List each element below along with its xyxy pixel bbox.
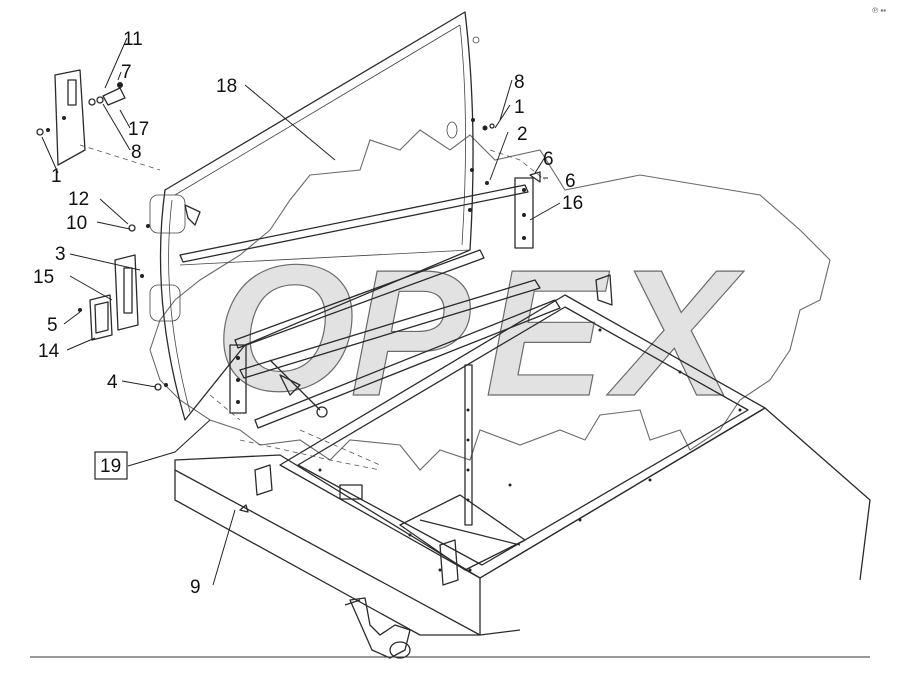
small-bracket-right <box>595 274 613 306</box>
callout-2: 2 <box>517 124 528 145</box>
watermark-letter-x: X <box>606 233 745 434</box>
bolts-left <box>154 383 168 391</box>
pipe-end <box>389 641 411 659</box>
lid-corner-detail-upper <box>149 194 186 234</box>
callout-labels: 11 7 17 8 1 18 8 1 2 6 6 6 6 6 6 6 6 6 6… <box>33 29 583 598</box>
bottom-mechanism <box>344 597 411 659</box>
callout-12: 14 <box>38 341 60 362</box>
fasteners-upper-left <box>36 82 126 136</box>
strut-end <box>316 406 328 418</box>
fasteners-lid-left <box>128 204 201 232</box>
hinge-bracket-right <box>514 177 534 249</box>
callout-6: 6 <box>565 171 576 192</box>
leader-lines <box>41 37 561 586</box>
lid-corner-detail-lower <box>149 284 181 322</box>
watermark-gear <box>149 129 831 471</box>
callout-17: 17 <box>128 119 149 140</box>
callout-15: 15 <box>33 267 54 288</box>
callout-5-right: 6 <box>543 149 554 170</box>
callout-14: 12 <box>68 189 89 210</box>
watermark: O P E X <box>149 129 831 471</box>
latch-plate-left <box>114 254 144 331</box>
callout-16: 16 <box>562 193 583 214</box>
corner-mark: ℗ ▪▪ <box>872 6 886 15</box>
callout-10: 10 <box>66 213 87 234</box>
callout-8-right: 8 <box>514 72 525 93</box>
hinge-bracket-left <box>229 344 247 414</box>
callout-8-left: 8 <box>131 142 142 163</box>
lid-panel <box>149 11 480 421</box>
watermark-letter-p: P <box>350 233 471 434</box>
latch-bracket-left <box>78 294 113 341</box>
box-body <box>174 294 871 636</box>
callout-1-left: 1 <box>51 166 62 187</box>
bolts-right-upper <box>482 123 541 185</box>
callout-7: 7 <box>121 62 132 83</box>
callout-18: 18 <box>216 76 237 97</box>
callout-3: 3 <box>55 244 66 265</box>
callout-11: 11 <box>123 29 143 50</box>
callout-9: 9 <box>190 577 201 598</box>
hinge-plate-upper-left <box>54 69 86 166</box>
callout-4: 4 <box>107 372 118 393</box>
callout-box-19 <box>94 451 128 480</box>
watermark-letter-e: E <box>485 233 610 434</box>
callout-5-left: 5 <box>47 315 58 336</box>
callout-1-right: 1 <box>514 97 525 118</box>
callout-19: 19 <box>100 456 121 477</box>
rim-hinge <box>339 484 363 500</box>
